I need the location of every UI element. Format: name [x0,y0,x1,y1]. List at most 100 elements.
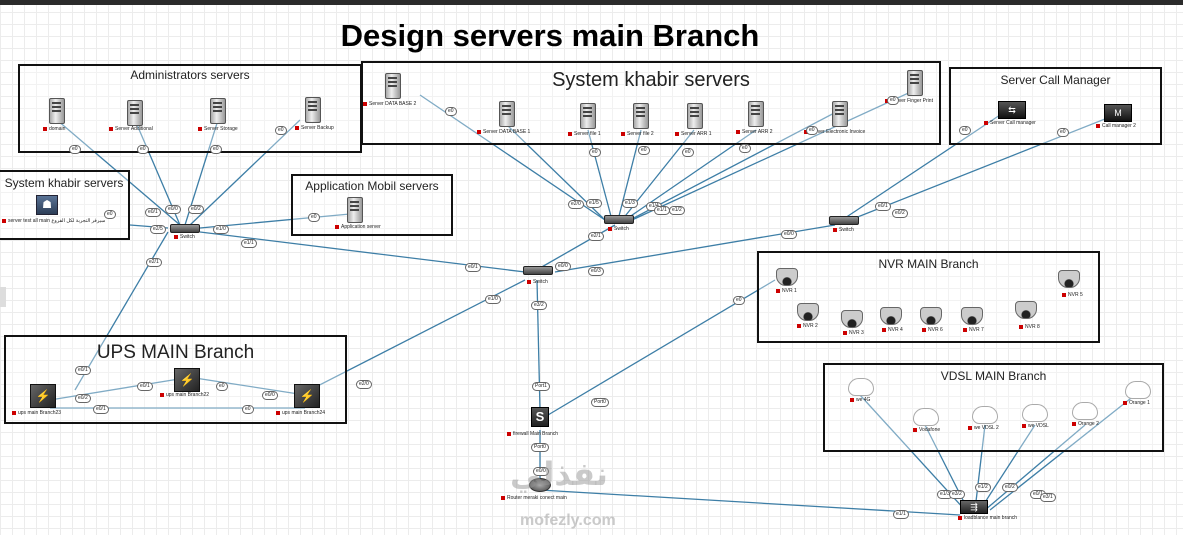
nvr-camera-8[interactable]: NVR 8 [1015,301,1040,330]
cloud-icon [1022,404,1048,422]
cloud-orange-1[interactable]: Orange 1 [1125,381,1151,406]
server-node-electronic-invoice[interactable]: Server Electronic Invoice [810,101,865,135]
node-label: domain [43,126,65,132]
group-application-mobil-servers: Application Mobil servers [291,174,453,236]
port-label: e0 [682,148,694,157]
call-manager-node-2[interactable]: M Call manager 2 [1102,104,1136,129]
group-title: System khabir servers [4,176,124,190]
nvr-camera-1[interactable]: NVR 1 [776,268,798,294]
node-label: Server ARR 2 [736,129,773,135]
ups-icon: ⚡ [174,368,200,392]
server-node-arr1[interactable]: Server ARR 1 [681,103,712,137]
server-node-arr2[interactable]: Server ARR 2 [742,101,773,135]
node-label: server test all main سيرفر التجربة لكل ا… [2,218,105,224]
server-node-test-all-main[interactable]: ☗ server test all main سيرفر التجربة لكل… [8,195,105,224]
port-label: e0 [1057,128,1069,137]
cloud-icon [972,406,998,424]
router-node[interactable]: Router meraki conect main [507,478,567,501]
server-node-database2[interactable]: Server DATA BASE 2 [369,73,416,107]
nvr-camera-4[interactable]: NVR 4 [880,307,903,333]
port-label: e0 [104,210,116,219]
node-label: Switch [608,226,629,232]
server-node-application[interactable]: Application server [341,197,381,230]
cloud-vodafone[interactable]: Vodafone [913,408,940,433]
server-icon [580,103,596,129]
node-label: Server Finger Print [885,98,933,104]
switch-call-manager[interactable]: Switch [829,216,859,233]
port-label: e0 [210,145,222,154]
port-label: e1/2 [669,206,685,215]
camera-icon [920,307,942,325]
switch-left[interactable]: Switch [170,224,200,240]
call-manager-icon: M [1104,104,1132,122]
server-node-backup[interactable]: Server Backup [301,97,334,131]
nvr-camera-7[interactable]: NVR 7 [961,307,984,333]
ups-node-23[interactable]: ⚡ups main Branch23 [18,384,61,416]
switch-center[interactable]: Switch [523,266,553,285]
group-title: VDSL MAIN Branch [940,369,1047,383]
port-label: e0/1 [145,208,161,217]
call-manager-node-server[interactable]: ⇆ Server Call manager [990,101,1036,126]
node-label: Server ARR 1 [675,131,712,137]
port-label: e0 [242,405,254,414]
ups-node-24[interactable]: ⚡ups main Branch24 [282,384,325,416]
port-label: e0/2 [75,394,91,403]
group-title: System khabir servers [552,69,750,91]
node-label: NVR 2 [797,323,818,329]
node-label: we VDSL [1022,423,1049,429]
node-label: ups main Branch23 [12,410,61,416]
cloud-we-vdsl[interactable]: we VDSL [1022,404,1049,429]
node-label: Application server [335,224,381,230]
cloud-we-vdsl-2[interactable]: we VDSL 2 [972,406,999,431]
port-label: e1/1 [241,239,257,248]
port-label: e0 [589,148,601,157]
cloud-orange-2[interactable]: Orange 2 [1072,402,1099,427]
nvr-camera-6[interactable]: NVR 6 [920,307,943,333]
server-node-file2[interactable]: Server file 2 [627,103,654,137]
port-label: e1/5 [586,199,602,208]
ups-node-22[interactable]: ⚡ups main Branch22 [166,368,209,398]
server-node-database1[interactable]: Server DATA BASE 1 [483,101,530,135]
cloud-icon [913,408,939,426]
firewall-icon: S [531,407,549,427]
port-label: e2/0 [356,380,372,389]
watermark-latin: mofezly.com [520,512,616,529]
nvr-camera-5[interactable]: NVR 5 [1058,270,1083,298]
port-label: e0 [638,146,650,155]
port-label: e1/0 [213,225,229,234]
node-label: Switch [833,227,854,233]
node-label: ups main Branch24 [276,410,325,416]
port-label: e0 [216,382,228,391]
node-label: ups main Branch22 [160,392,209,398]
server-node-additional[interactable]: Server Additional [115,100,153,132]
node-label: NVR 8 [1019,324,1040,330]
camera-icon [841,310,863,328]
port-label: e0/2 [1002,483,1018,492]
cloud-icon [1072,402,1098,420]
server-node-domain[interactable]: domain [49,98,65,132]
group-title: NVR MAIN Branch [878,257,979,271]
server-node-finger-print[interactable]: Server Finger Print [891,70,933,104]
scroll-handle[interactable] [0,287,6,307]
port-label: e0/2 [188,205,204,214]
loadbalancer-node[interactable]: ⇶loadblance main branch [960,500,1017,521]
node-label: Server Backup [295,125,334,131]
port-label: e0/0 [262,391,278,400]
camera-icon [1015,301,1037,319]
port-label: e0 [275,126,287,135]
nvr-camera-3[interactable]: NVR 3 [841,310,864,336]
cloud-we-4g[interactable]: we 4G [848,378,874,403]
server-node-storage[interactable]: Server Storage [204,98,238,132]
switch-icon [523,266,553,275]
node-label: loadblance main branch [958,515,1017,521]
nvr-camera-2[interactable]: NVR 2 [797,303,819,329]
server-node-file1[interactable]: Server file 1 [574,103,601,137]
port-label: e2/5 [150,225,166,234]
port-label: e0 [806,126,818,135]
camera-icon [1058,270,1080,288]
switch-icon [170,224,200,233]
switch-top[interactable]: Switch [604,215,634,232]
node-label: firewall Main Branch [507,431,558,437]
switch-icon [829,216,859,225]
